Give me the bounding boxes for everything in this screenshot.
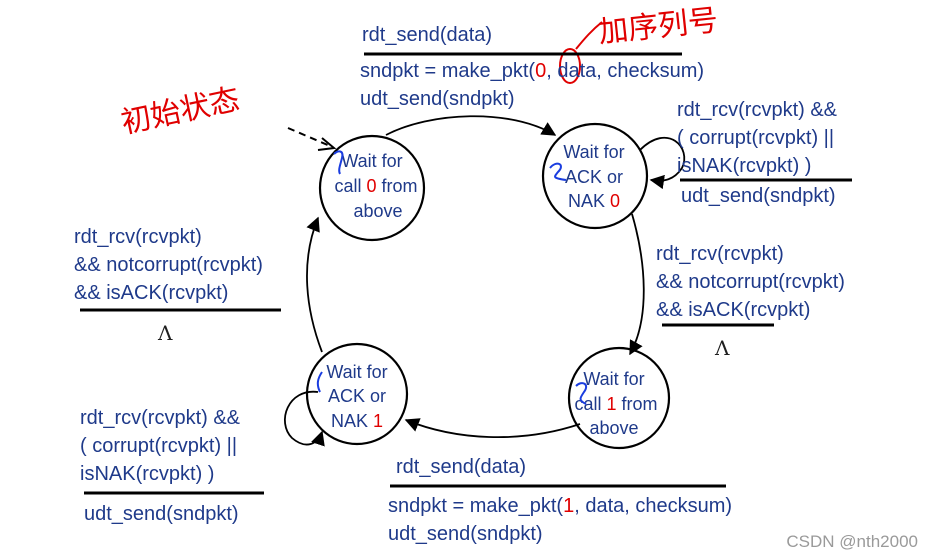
arrow-ack0 [629,213,645,356]
zero-highlight-circle [559,48,581,84]
label-ack1: rdt_rcv(rcvpkt) && notcorrupt(rcvpkt) &&… [74,226,281,345]
transition-action: sndpkt = make_pkt(0, data, checksum) [360,60,704,82]
transition-action: udt_send(sndpkt) [360,88,515,110]
transition-action: sndpkt = make_pkt(1, data, checksum) [388,495,732,517]
transition-action: udt_send(sndpkt) [681,185,836,207]
transition-event: && notcorrupt(rcvpkt) [656,271,845,293]
transition-event: rdt_rcv(rcvpkt) && [80,407,241,429]
arrow-loop-ack1 [283,390,325,447]
blue-pen-mark [575,382,588,405]
transition-action: udt_send(sndpkt) [84,503,239,525]
initial-state-arrowhead [317,137,337,151]
arrow-loop-ack0 [639,136,686,190]
label-ack0: rdt_rcv(rcvpkt) && notcorrupt(rcvpkt) &&… [656,243,845,360]
state-wait-ack-0: Wait for ACK or NAK 0 [541,122,649,230]
initial-state-dashed-arrow [287,127,331,147]
arrow-send1 [404,418,581,439]
transition-event: ( corrupt(rcvpkt) || [677,127,834,149]
state-circle [305,342,409,446]
label-send1: rdt_send(data) sndpkt = make_pkt(1, data… [388,456,732,545]
label-loop1: rdt_rcv(rcvpkt) && ( corrupt(rcvpkt) || … [80,407,264,525]
annotation-init-state: 初始状态 [118,82,337,151]
state-label-line: above [589,418,638,438]
transition-event: rdt_send(data) [362,24,492,46]
transition-event: isNAK(rcvpkt) ) [677,155,811,177]
watermark-text: CSDN @nth2000 [786,532,918,551]
state-label-line: Wait for [326,362,387,382]
state-wait-call-1: Wait for call 1 from above [567,346,671,450]
state-label-line: Wait for [583,369,644,389]
state-label-line: ACK or [565,167,623,187]
arrow-send0 [385,115,557,136]
state-label-line: NAK 0 [568,191,620,211]
transition-event: ( corrupt(rcvpkt) || [80,435,237,457]
blue-pen-mark [549,162,567,181]
state-circle [541,122,649,230]
state-label-line: call 0 from [334,176,417,196]
blue-pen-mark [316,371,323,393]
blue-pen-mark [333,150,344,175]
transition-event: rdt_send(data) [396,456,526,478]
state-label-line: above [353,201,402,221]
zero-highlight-pointer [575,21,603,50]
state-wait-ack-1: Wait for ACK or NAK 1 [305,342,409,446]
transition-event: && isACK(rcvpkt) [74,282,228,304]
label-send0: rdt_send(data) sndpkt = make_pkt(0, data… [360,24,704,110]
transition-action-lambda: Λ [157,321,173,345]
transition-event: && notcorrupt(rcvpkt) [74,254,263,276]
transition-event: && isACK(rcvpkt) [656,299,810,321]
transition-event: rdt_rcv(rcvpkt) && [677,99,838,121]
state-label-line: ACK or [328,386,386,406]
state-circle [318,134,426,242]
state-circle [567,346,671,450]
state-label-line: NAK 1 [331,411,383,431]
state-label-line: Wait for [341,151,402,171]
state-wait-call-0: Wait for call 0 from above [318,134,426,242]
transition-action: udt_send(sndpkt) [388,523,543,545]
transition-action-lambda: Λ [714,336,730,360]
handwriting-init-state: 初始状态 [118,82,243,141]
handwriting-seq-number: 加序列号 [597,3,720,50]
transition-event: isNAK(rcvpkt) ) [80,463,214,485]
label-loop0: rdt_rcv(rcvpkt) && ( corrupt(rcvpkt) || … [677,99,852,207]
transition-event: rdt_rcv(rcvpkt) [74,226,202,248]
transition-event: rdt_rcv(rcvpkt) [656,243,784,265]
state-label-line: Wait for [563,142,624,162]
arrow-ack1 [306,216,323,353]
state-label-line: call 1 from [574,394,657,414]
